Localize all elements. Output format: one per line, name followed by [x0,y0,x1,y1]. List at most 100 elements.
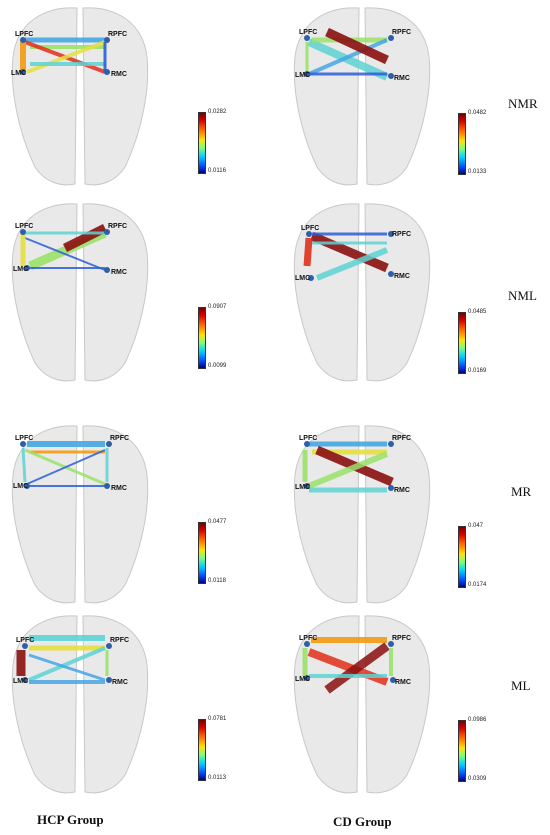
node-rpfc [104,229,110,235]
connection-arrow [303,237,313,267]
label-lmc: LMC [13,483,28,490]
colorbar-hcp-mr: 0.0477 0.0118 [198,519,238,592]
colorbar-hcp-nml: 0.0907 0.0099 [198,304,238,377]
node-lmc [304,675,310,681]
colorbar-gradient [458,720,466,782]
colorbar-min: 0.0099 [208,363,227,369]
node-lpfc [20,37,26,43]
connection-arrow [21,447,27,483]
node-lpfc [22,643,28,649]
node-rmc [388,73,394,79]
node-lmc [22,677,28,683]
brain-panel-cd-mr: LPFC RPFC LMC RMC [287,420,437,610]
colorbar-min: 0.0174 [468,582,487,588]
node-rmc [104,267,110,273]
node-rmc [388,485,394,491]
colorbar-gradient [198,719,206,781]
node-lpfc [20,229,26,235]
connection-arrow [26,40,106,74]
brain-network-diagram: LPFC RPFC LMC RMC [11,7,149,186]
node-lpfc [20,441,26,447]
brain-right-hemisphere [82,615,149,794]
label-rpfc: RPFC [392,635,411,642]
node-lmc [20,69,26,75]
colorbar-max: 0.0282 [208,109,227,115]
connection-arrow [24,237,106,271]
brain-left-hemisphere [293,7,360,186]
colorbar-min: 0.0309 [468,776,487,782]
label-rpfc: RPFC [392,435,411,442]
colorbar-gradient [198,522,206,584]
label-lpfc: LPFC [299,635,317,642]
colorbar-gradient [458,113,466,175]
node-rmc [104,483,110,489]
colorbar-gradient [458,312,466,374]
brain-network-diagram: LPFC RPFC LMC RMC [293,425,431,604]
label-lpfc: LPFC [301,225,319,232]
connection-arrow [26,449,106,485]
colorbar-max: 0.0907 [208,304,227,310]
node-lmc [308,275,314,281]
colorbar-min: 0.0133 [468,169,487,175]
label-lpfc: LPFC [16,637,34,644]
colorbar-max: 0.0477 [208,519,227,525]
connection-arrow [28,653,106,682]
brain-panel-cd-nml: LPFC RPFC LMC RMC [287,198,437,388]
node-rpfc [106,441,112,447]
brain-left-hemisphere [11,615,78,794]
label-rmc: RMC [394,273,410,280]
node-rpfc [388,641,394,647]
brain-right-hemisphere [364,615,431,794]
brain-panel-cd-ml: LPFC RPFC LMC RMC [287,610,437,800]
label-lmc: LMC [295,275,310,282]
brain-right-hemisphere [82,7,149,186]
label-lmc: LMC [295,72,310,79]
connection-arrow [28,646,106,682]
label-rpfc: RPFC [108,31,127,38]
colorbar-cd-nml: 0.0485 0.0169 [458,309,498,382]
brain-panel-hcp-nmr: LPFC RPFC LMC RMC [5,2,155,192]
connection-arrow [315,247,389,281]
colorbar-gradient [458,526,466,588]
node-rpfc [388,35,394,41]
label-rmc: RMC [111,485,127,492]
brain-network-diagram: LPFC RPFC LMC RMC [293,615,431,794]
brain-panel-hcp-mr: LPFC RPFC LMC RMC [5,420,155,610]
brain-right-hemisphere [82,425,149,604]
colorbar-min: 0.0116 [208,168,226,174]
brain-network-diagram: LPFC RPFC LMC RMC [11,203,149,382]
node-rmc [106,677,112,683]
colorbar-min: 0.0118 [208,578,226,584]
node-rpfc [388,441,394,447]
brain-panel-hcp-nml: LPFC RPFC LMC RMC [5,198,155,388]
colorbar-max: 0.0781 [208,716,227,722]
connection-arrow [307,451,389,489]
node-lmc [304,483,310,489]
label-lpfc: LPFC [15,31,33,38]
colorbar-max: 0.0482 [468,110,487,116]
condition-label-nml: NML [508,288,537,303]
condition-label-ml: ML [511,678,531,693]
colorbar-gradient [198,307,206,369]
brain-panel-hcp-ml: LPFC RPFC LMC RMC [5,610,155,800]
colorbar-cd-mr: 0.047 0.0174 [458,523,498,596]
brain-right-hemisphere [364,425,431,604]
connection-arrow [324,642,390,694]
node-rmc [388,271,394,277]
brain-network-diagram: LPFC RPFC LMC RMC [293,7,431,186]
node-lpfc [304,641,310,647]
label-lpfc: LPFC [299,435,317,442]
label-rpfc: RPFC [110,637,129,644]
node-rpfc [106,643,112,649]
colorbar-gradient [198,112,206,174]
colorbar-max: 0.0485 [468,309,487,315]
connection-arrow [62,223,108,253]
label-rmc: RMC [112,679,128,686]
label-lpfc: LPFC [15,435,33,442]
connection-arrow [310,231,389,273]
group-label-hcp: HCP Group [37,812,104,827]
node-lmc [24,483,30,489]
colorbar-hcp-ml: 0.0781 0.0113 [198,716,238,789]
colorbar-cd-nmr: 0.0482 0.0133 [458,110,498,183]
node-lpfc [304,35,310,41]
